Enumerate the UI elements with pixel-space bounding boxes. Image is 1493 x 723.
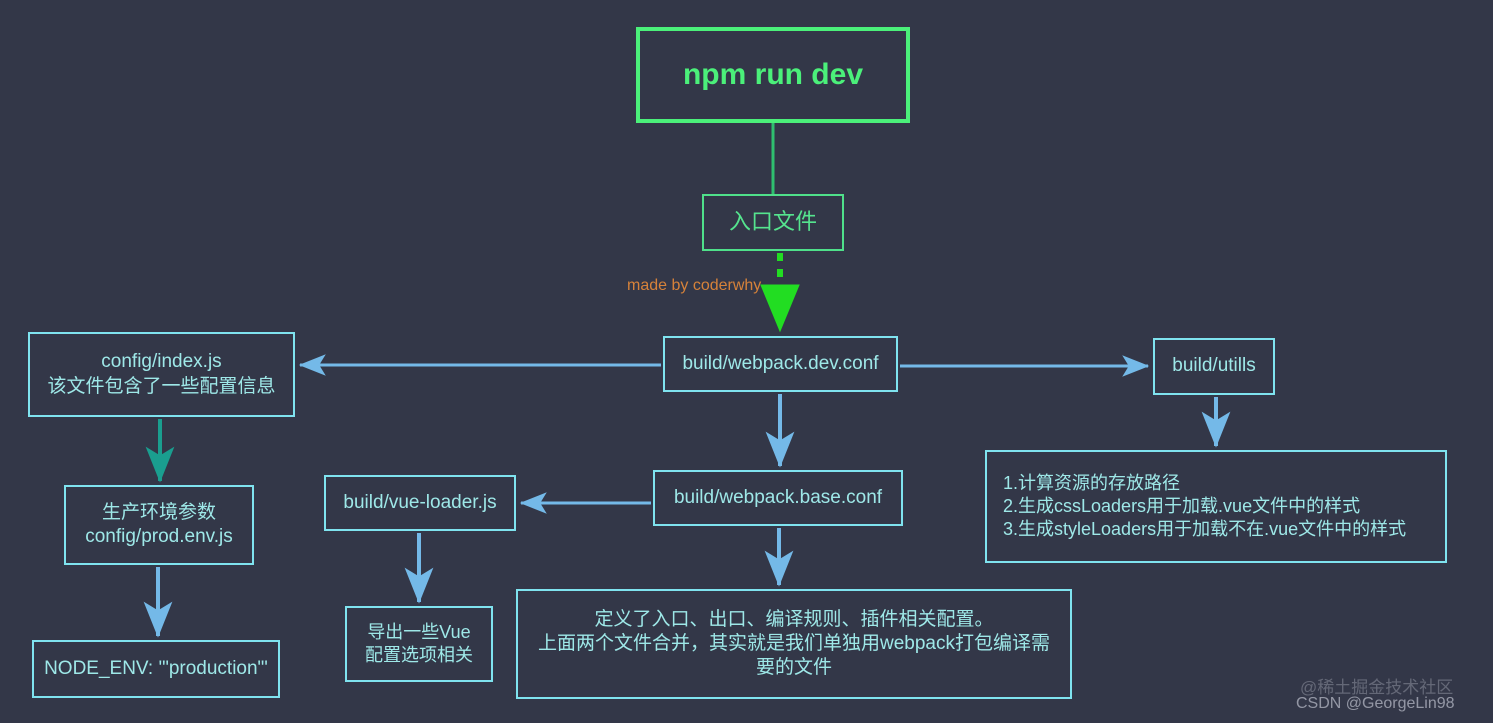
node-node-env-label: NODE_ENV: '"production"' xyxy=(44,657,268,679)
watermark-csdn: CSDN @GeorgeLin98 xyxy=(1296,695,1455,712)
node-entry-file-label: 入口文件 xyxy=(728,209,817,235)
node-build-utills[interactable]: build/utills xyxy=(1153,338,1275,395)
node-npm-run-dev-label: npm run dev xyxy=(682,57,863,91)
made-by-annotation: made by coderwhy xyxy=(627,277,762,294)
node-vue-loader-note[interactable]: 导出一些Vue 配置选项相关 xyxy=(345,606,493,682)
node-node-env[interactable]: NODE_ENV: '"production"' xyxy=(32,640,280,698)
node-prod-env[interactable]: 生产环境参数 config/prod.env.js xyxy=(64,485,254,565)
node-utills-note[interactable]: 1.计算资源的存放路径 2.生成cssLoaders用于加载.vue文件中的样式… xyxy=(985,450,1447,563)
node-vue-loader-note-label: 导出一些Vue 配置选项相关 xyxy=(365,621,473,665)
node-npm-run-dev[interactable]: npm run dev xyxy=(636,27,910,123)
node-webpack-base-conf[interactable]: build/webpack.base.conf xyxy=(653,470,903,526)
node-webpack-dev-conf-label: build/webpack.dev.conf xyxy=(682,352,879,374)
node-entry-file[interactable]: 入口文件 xyxy=(702,194,844,251)
node-vue-loader-label: build/vue-loader.js xyxy=(343,491,497,513)
node-webpack-base-conf-label: build/webpack.base.conf xyxy=(673,486,883,508)
node-prod-env-label: 生产环境参数 config/prod.env.js xyxy=(85,501,233,547)
watermark-community: @稀土掘金技术社区 xyxy=(1300,678,1454,697)
node-webpack-dev-conf[interactable]: build/webpack.dev.conf xyxy=(663,336,898,392)
node-config-index[interactable]: config/index.js 该文件包含了一些配置信息 xyxy=(28,332,295,417)
node-utills-note-label: 1.计算资源的存放路径 2.生成cssLoaders用于加载.vue文件中的样式… xyxy=(1003,472,1407,540)
node-base-conf-note-label: 定义了入口、出口、编译规则、插件相关配置。 上面两个文件合并，其实就是我们单独用… xyxy=(538,608,1050,679)
node-config-index-label: config/index.js 该文件包含了一些配置信息 xyxy=(47,351,276,397)
node-build-utills-label: build/utills xyxy=(1172,355,1256,377)
node-base-conf-note[interactable]: 定义了入口、出口、编译规则、插件相关配置。 上面两个文件合并，其实就是我们单独用… xyxy=(516,589,1072,699)
node-vue-loader[interactable]: build/vue-loader.js xyxy=(324,475,516,531)
